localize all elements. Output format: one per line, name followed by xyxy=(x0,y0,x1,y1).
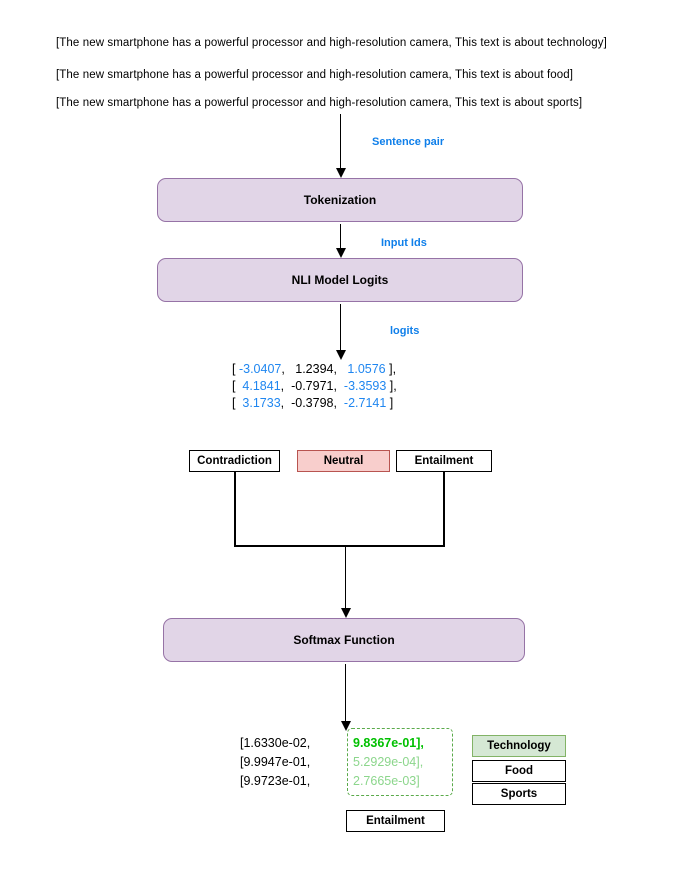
label-box-contradiction[interactable]: Contradiction xyxy=(189,450,280,472)
probability-row-left: [9.9947e-01, xyxy=(240,755,311,769)
process-nli-model-logits[interactable]: NLI Model Logits xyxy=(157,258,523,302)
probability-values-right-column: 9.8367e-01], 5.2929e-04], 2.7665e-03] xyxy=(353,734,424,791)
input-sentence-technology: [The new smartphone has a powerful proce… xyxy=(56,37,607,49)
probability-row-left: [9.9723e-01, xyxy=(240,774,311,788)
arrow-tokenization-to-nli xyxy=(335,224,346,258)
edge-label-input-ids: Input Ids xyxy=(381,237,427,249)
probability-row-left: [1.6330e-02, xyxy=(240,736,311,750)
category-box-technology[interactable]: Technology xyxy=(472,735,566,757)
edge-label-logits: logits xyxy=(390,325,420,337)
probability-row-right: 2.7665e-03] xyxy=(353,774,420,788)
input-sentence-sports: [The new smartphone has a powerful proce… xyxy=(56,97,583,109)
bracket-line-bottom xyxy=(234,545,445,547)
arrow-softmax-to-probabilities xyxy=(340,664,351,731)
arrow-labels-to-softmax xyxy=(340,547,351,618)
edge-label-sentence-pair: Sentence pair xyxy=(372,136,445,148)
category-box-food[interactable]: Food xyxy=(472,760,566,782)
highlight-dashed-box xyxy=(347,728,453,796)
probability-values-left-column: [1.6330e-02, [9.9947e-01, [9.9723e-01, xyxy=(240,734,310,791)
input-sentence-food: [The new smartphone has a powerful proce… xyxy=(56,69,574,81)
arrow-nli-to-logits xyxy=(335,304,346,360)
label-box-neutral[interactable]: Neutral xyxy=(297,450,390,472)
label-box-entailment[interactable]: Entailment xyxy=(396,450,492,472)
logits-row: [ 4.1841, -0.7971, -3.3593 ], xyxy=(232,379,397,393)
logits-matrix: [ -3.0407, 1.2394, 1.0576 ], [ 4.1841, -0… xyxy=(232,361,397,412)
final-prediction-entailment[interactable]: Entailment xyxy=(346,810,445,832)
process-softmax-function[interactable]: Softmax Function xyxy=(163,618,525,662)
logits-row: [ -3.0407, 1.2394, 1.0576 ], xyxy=(232,362,397,376)
probability-row-right: 9.8367e-01], xyxy=(353,736,424,750)
probability-row-right: 5.2929e-04], xyxy=(353,755,424,769)
arrow-sentences-to-tokenization xyxy=(335,114,346,178)
bracket-line-left xyxy=(234,472,236,547)
category-box-sports[interactable]: Sports xyxy=(472,783,566,805)
process-tokenization[interactable]: Tokenization xyxy=(157,178,523,222)
logits-row: [ 3.1733, -0.3798, -2.7141 ] xyxy=(232,396,394,410)
bracket-line-right xyxy=(443,472,445,547)
